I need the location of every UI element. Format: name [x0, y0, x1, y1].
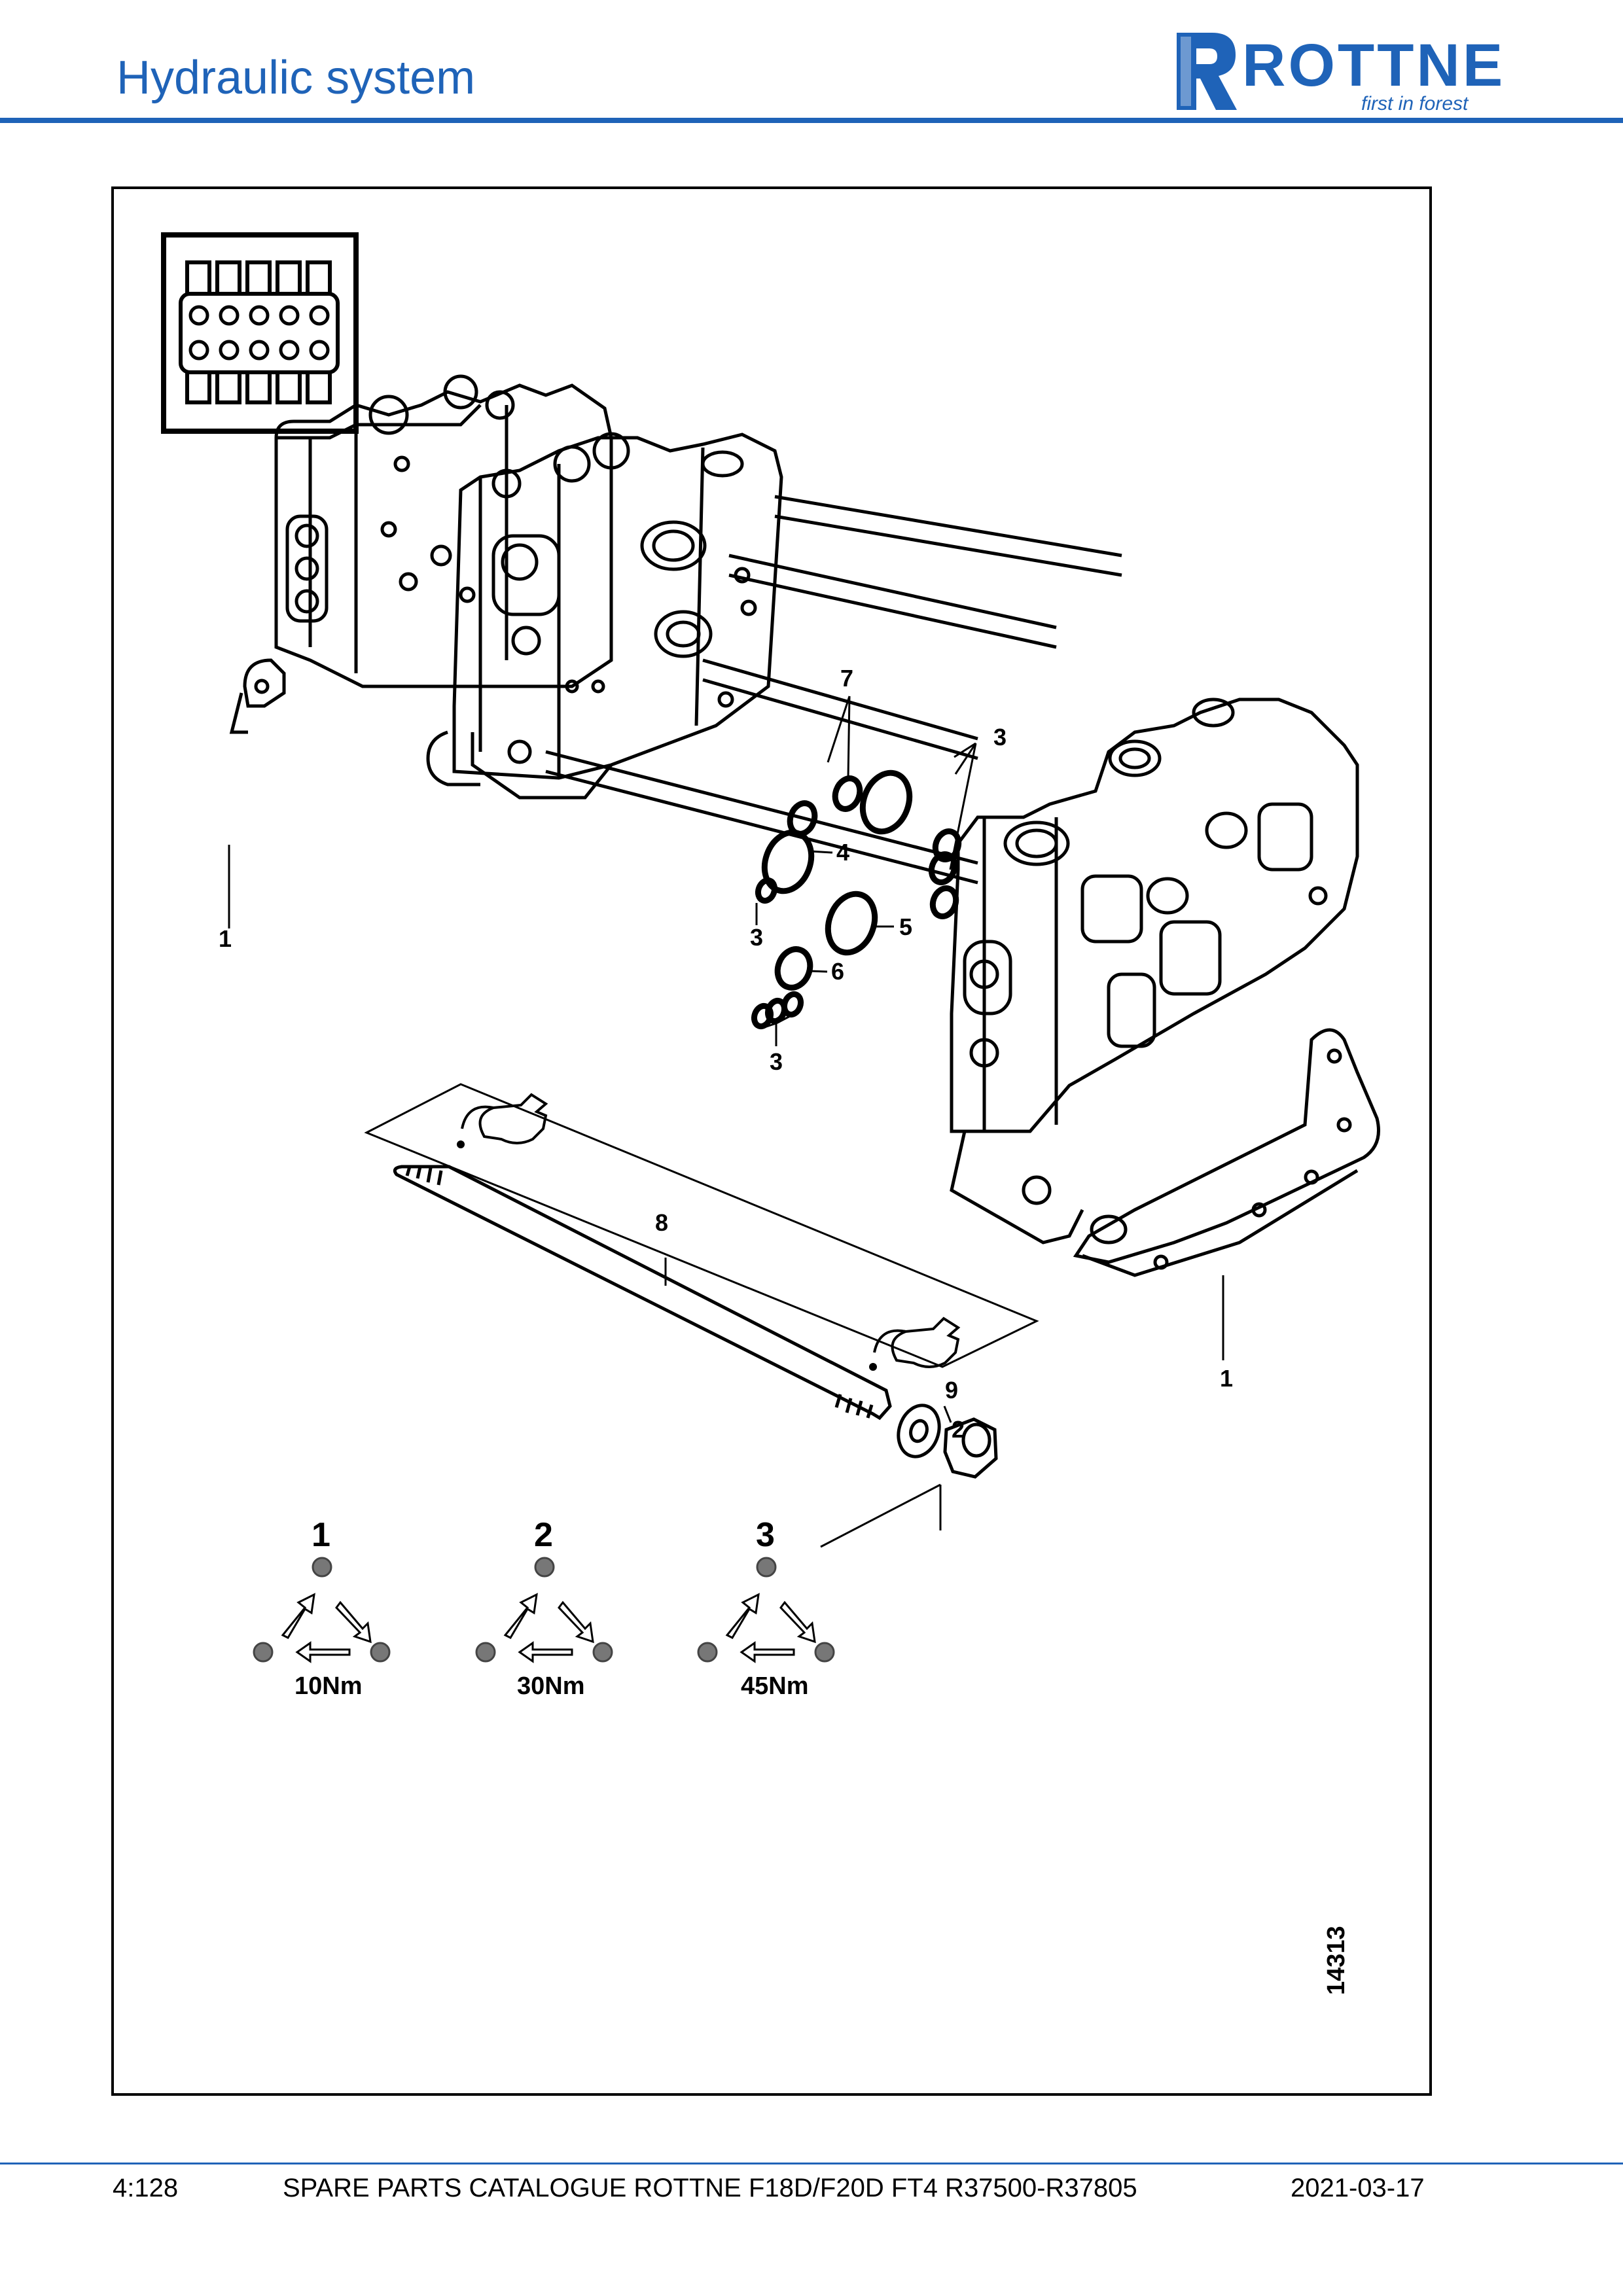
- tightening-pattern-2: [475, 1557, 613, 1663]
- callout-label: 2: [952, 1416, 965, 1443]
- exploded-view-drawing: 1 1 2 3 3 3 4 5 6 7 8 9 1 2 3 10Nm 30Nm …: [161, 232, 1380, 1995]
- mounting-bracket: [1073, 1028, 1380, 1277]
- tightening-pattern-1: [253, 1557, 391, 1663]
- callout-label: 8: [655, 1209, 668, 1236]
- logo-wordmark: ROTTNE: [1242, 32, 1506, 99]
- rottne-r-mark-icon: [1177, 33, 1237, 110]
- footer-divider: [0, 2163, 1623, 2164]
- callout-label: 3: [750, 924, 763, 951]
- page-title: Hydraulic system: [116, 52, 476, 104]
- tie-rod-lines: [545, 495, 1122, 885]
- rottne-logo: ROTTNE first in forest: [1171, 29, 1518, 115]
- sequence-step: 1: [312, 1516, 330, 1554]
- torque-value: 45Nm: [741, 1672, 809, 1700]
- drawing-number: 14313: [1323, 1926, 1350, 1995]
- o-rings: [751, 769, 962, 1030]
- callout-label: 1: [219, 925, 232, 952]
- publication-date: 2021-03-17: [1291, 2174, 1425, 2202]
- logo-tagline: first in forest: [1361, 93, 1469, 115]
- callout-label: 1: [1220, 1365, 1233, 1392]
- callout-label: 6: [831, 958, 844, 985]
- callout-label: 7: [840, 665, 853, 692]
- tie-rod-part: [393, 1165, 892, 1421]
- header-divider: [0, 118, 1623, 123]
- tightening-pattern-3: [697, 1557, 835, 1663]
- catalogue-title: SPARE PARTS CATALOGUE ROTTNE F18D/F20D F…: [283, 2174, 1137, 2202]
- callout-label: 3: [993, 724, 1007, 751]
- torque-value: 30Nm: [517, 1672, 585, 1700]
- left-valve-block: [229, 374, 613, 734]
- torque-value: 10Nm: [294, 1672, 363, 1700]
- washer-and-nut: [897, 1404, 998, 1479]
- middle-valve-section: [426, 432, 783, 800]
- illustration-frame: 1 1 2 3 3 3 4 5 6 7 8 9 1 2 3 10Nm 30Nm …: [111, 186, 1432, 2096]
- callout-label: 9: [945, 1377, 958, 1404]
- page-number: 4:128: [113, 2174, 179, 2202]
- leader-lines: [228, 696, 1224, 1548]
- oil-can-icon: [457, 1093, 548, 1148]
- sequence-step: 3: [756, 1516, 775, 1554]
- oil-can-icon: [869, 1316, 961, 1371]
- right-valve-block: [950, 698, 1359, 1245]
- valve-section-symbol: [161, 232, 359, 434]
- callout-label: 5: [899, 913, 912, 940]
- callout-label: 3: [770, 1048, 783, 1075]
- callout-label: 4: [836, 839, 849, 866]
- sequence-step: 2: [534, 1516, 553, 1554]
